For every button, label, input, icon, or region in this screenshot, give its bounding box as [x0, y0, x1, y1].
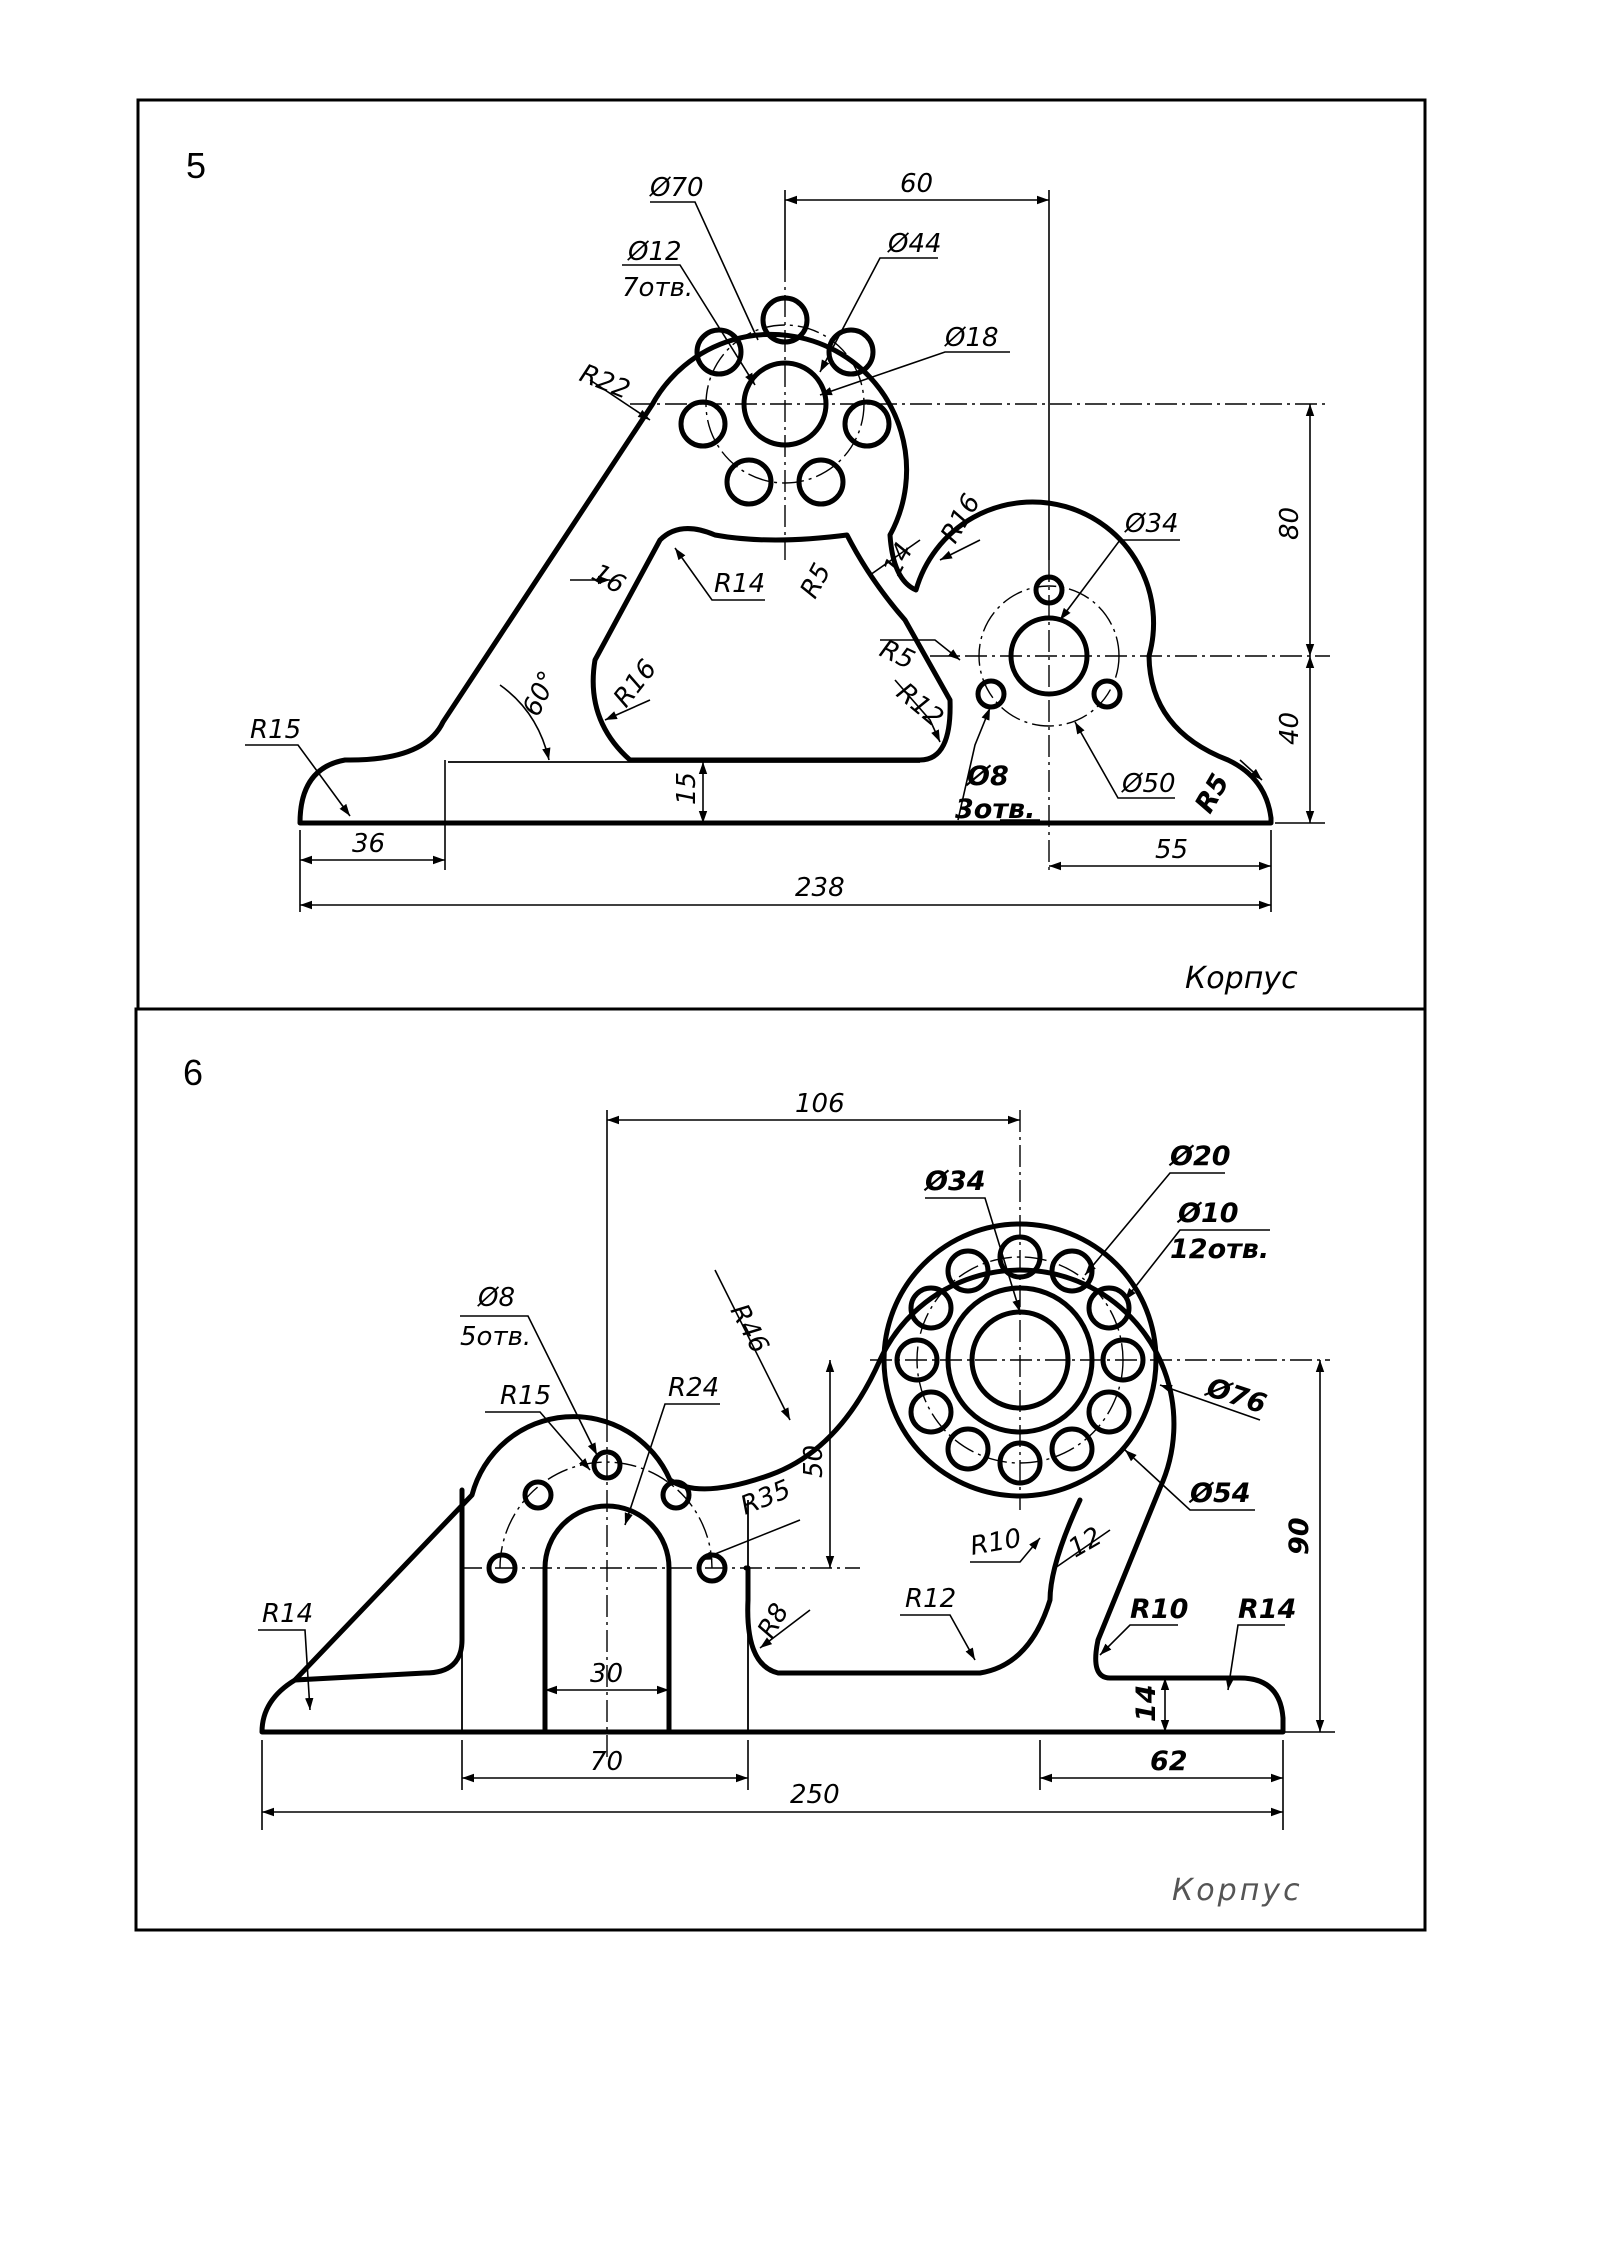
- p5-dim-r22: R22: [575, 359, 634, 406]
- p6-dim-r14a: R14: [262, 1599, 313, 1629]
- p6-dim-holes12: 12отв.: [1170, 1234, 1269, 1265]
- p5-dim-d50: Ø50: [1121, 769, 1176, 799]
- p6-dim-r46: R46: [724, 1299, 775, 1358]
- p6-dim-d54: Ø54: [1188, 1478, 1251, 1509]
- bolt-hole: [796, 457, 846, 507]
- bolt-hole: [975, 678, 1007, 710]
- panel-6-frame: [134, 1007, 1427, 1932]
- p6-title: Корпус: [1172, 1873, 1303, 1908]
- p5-dim-15: 15: [672, 772, 702, 805]
- p6-dim-250: 250: [790, 1780, 840, 1810]
- panel-6-drawing: 106 50 90 30 70 62 250 14 Ø20 Ø34 Ø10 12…: [258, 1089, 1335, 1908]
- p5-dim-80: 80: [1275, 507, 1305, 540]
- p6-dim-d20: Ø20: [1168, 1141, 1231, 1172]
- bolt-hole: [945, 1426, 991, 1472]
- bolt-hole: [678, 399, 728, 449]
- p5-dim-r15: R15: [250, 715, 301, 745]
- p5-dim-36: 36: [352, 829, 385, 859]
- p6-dim-holes5: 5отв.: [460, 1322, 531, 1352]
- p5-title: Корпус: [1185, 961, 1298, 996]
- p5-dim-r14: R14: [714, 569, 765, 599]
- p5-bolt-holes: [678, 295, 892, 507]
- p6-dim-d10: Ø10: [1176, 1198, 1239, 1229]
- panel-5-number: 5: [186, 145, 206, 186]
- p6-dim-30: 30: [590, 1659, 623, 1689]
- p5-dim-d70: Ø70: [649, 173, 704, 203]
- p5-dim-55: 55: [1155, 835, 1188, 865]
- p6-dim-70: 70: [590, 1747, 623, 1777]
- panel-6-number: 6: [183, 1052, 203, 1093]
- p5-dim-d44: Ø44: [887, 229, 942, 259]
- p6-right-pocket: [743, 1497, 1083, 1676]
- p6-arch-bolt-arc: [499, 1461, 713, 1569]
- p6-dim-d34: Ø34: [923, 1166, 986, 1197]
- bolt-hole: [1091, 678, 1123, 710]
- bolt-hole: [842, 399, 892, 449]
- p6-dim-r12: R12: [905, 1584, 956, 1614]
- p5-inner-pocket: [590, 526, 953, 763]
- bolt-hole: [1086, 1285, 1132, 1331]
- p5-dim-60: 60: [900, 169, 933, 199]
- p5-dim-d12: Ø12: [627, 237, 682, 267]
- p6-dim-14: 14: [1131, 1684, 1162, 1722]
- bolt-hole: [908, 1285, 954, 1331]
- p6-dim-d76: Ø76: [1201, 1372, 1270, 1421]
- p6-dim-r10a: R10: [968, 1523, 1024, 1561]
- bolt-hole: [908, 1389, 954, 1435]
- p5-dim-w16: 16: [587, 558, 631, 601]
- panel-5-drawing: 60 80 40 36 55 238 15 Ø70 Ø12 7отв. Ø44 …: [245, 169, 1330, 996]
- p6-dim-d8: Ø8: [477, 1283, 515, 1313]
- p5-dim-holes7: 7отв.: [622, 273, 693, 303]
- p5-dim-r16b: R16: [608, 654, 663, 713]
- p5-outer-contour: [297, 331, 1274, 826]
- p5-dim-r5c: R5: [1189, 769, 1236, 819]
- p6-dim-62: 62: [1150, 1746, 1188, 1777]
- p6-dim-50: 50: [799, 1445, 829, 1478]
- bolt-hole: [694, 327, 744, 377]
- p5-dim-r5a: R5: [795, 559, 838, 604]
- p6-dim-r10b: R10: [1130, 1594, 1188, 1625]
- p5-dim-238: 238: [795, 873, 845, 903]
- bolt-hole: [660, 1479, 692, 1511]
- p5-dim-d18: Ø18: [944, 323, 999, 353]
- bolt-hole: [522, 1479, 554, 1511]
- bolt-hole: [945, 1248, 991, 1294]
- p6-dim-r15: R15: [500, 1381, 551, 1411]
- p5-dim-angle60: 60°: [517, 667, 564, 721]
- p6-dim-r8: R8: [752, 1599, 795, 1644]
- bolt-hole: [826, 327, 876, 377]
- p6-dim-106: 106: [795, 1089, 845, 1119]
- p5-dim-40: 40: [1275, 712, 1305, 745]
- panel-5-frame: [136, 98, 1427, 1011]
- p5-dim-d8: Ø8: [965, 761, 1009, 792]
- bolt-hole: [1049, 1426, 1095, 1472]
- p6-dim-r14b: R14: [1238, 1594, 1296, 1625]
- bolt-hole: [724, 457, 774, 507]
- bolt-hole: [591, 1449, 623, 1481]
- p5-dim-d34: Ø34: [1124, 509, 1179, 539]
- p6-dim-r24: R24: [668, 1373, 719, 1403]
- p6-dim-90: 90: [1284, 1517, 1315, 1555]
- bolt-hole: [1086, 1389, 1132, 1435]
